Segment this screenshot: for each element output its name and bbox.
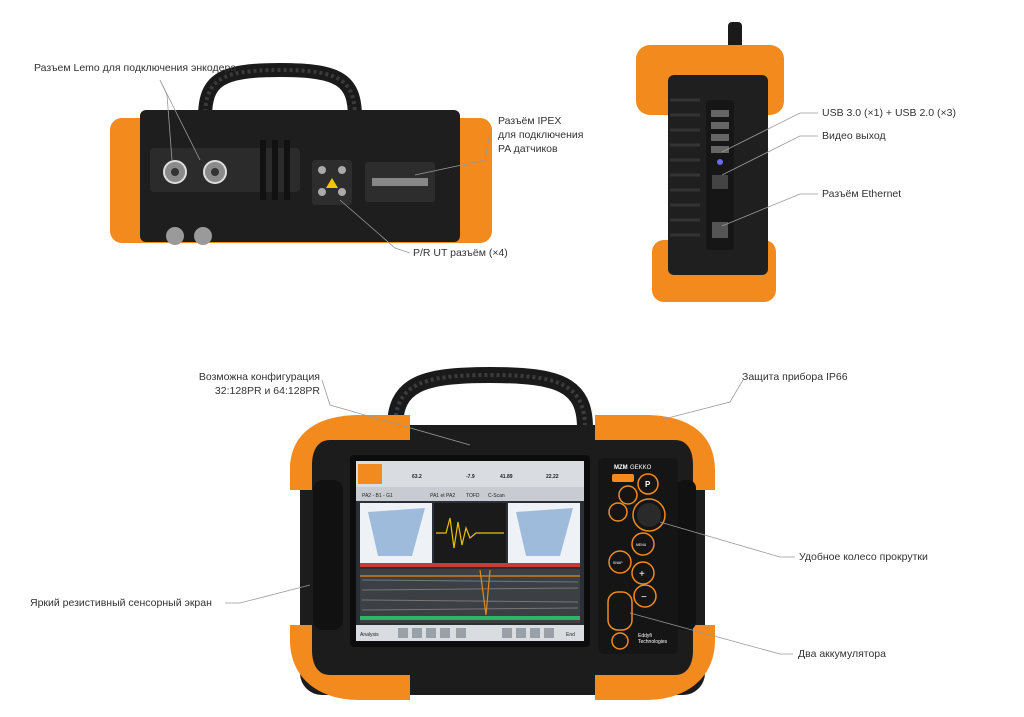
screen-readout-1: 63.2 [412, 474, 422, 480]
label-configuration-line-1: Возможна конфигурация [198, 371, 320, 383]
plus-button: + [639, 569, 645, 580]
label-usb-ports: USB 3.0 (×1) + USB 2.0 (×3) [822, 107, 956, 119]
label-ipex-line-2: для подключения [498, 129, 584, 141]
label-ipex-line-1: Разъём IPEX [498, 115, 562, 127]
p-button-ring [637, 473, 659, 495]
device-side-view [636, 22, 784, 302]
vendor-line-1: Eddyfi [638, 633, 652, 639]
device-model: GEKKO [630, 465, 652, 471]
screen-status-left: Analysis [360, 632, 379, 638]
screen-tab-2[interactable]: TOFD [466, 493, 480, 499]
device-top-view [110, 62, 492, 245]
snap-button: SNAP [613, 561, 623, 565]
label-encoder-connector: Разъем Lemo для подключения энкодера [34, 62, 237, 74]
p-button: P [645, 480, 651, 489]
label-video-out: Видео выход [822, 130, 886, 142]
screen-readout-3: 41.89 [500, 474, 513, 480]
label-ipex-line-3: PA датчиков [498, 143, 558, 155]
label-scroll-wheel: Удобное колесо прокрутки [799, 551, 928, 563]
screen-status-right: End [566, 632, 575, 638]
label-configuration-line-2: 32:128PR и 64:128PR [214, 385, 320, 397]
screen-readout-4: 22.22 [546, 474, 559, 480]
leader-lines [159, 79, 818, 655]
screen-probe-title: PA2 - B1 - G1 [362, 493, 393, 499]
label-batteries: Два аккумулятора [798, 648, 886, 660]
device-front-view [290, 366, 715, 700]
minus-button: − [641, 592, 647, 603]
screen-readout-2: -7.9 [466, 474, 475, 480]
label-pr-ut-connector: P/R UT разъём (×4) [413, 247, 508, 259]
menu-button: MENU [636, 543, 647, 547]
screen-tab-3[interactable]: C-Scan [488, 493, 505, 499]
scroll-wheel [637, 503, 661, 527]
screen-tab-1[interactable]: PA1 et PA2 [430, 493, 455, 499]
label-ip66: Защита прибора IP66 [742, 371, 848, 383]
vendor-line-2: Technologies [638, 639, 668, 645]
label-touchscreen: Яркий резистивный сенсорный экран [30, 597, 212, 609]
label-ethernet: Разъём Ethernet [822, 188, 902, 200]
device-brand: MZM [614, 465, 628, 471]
